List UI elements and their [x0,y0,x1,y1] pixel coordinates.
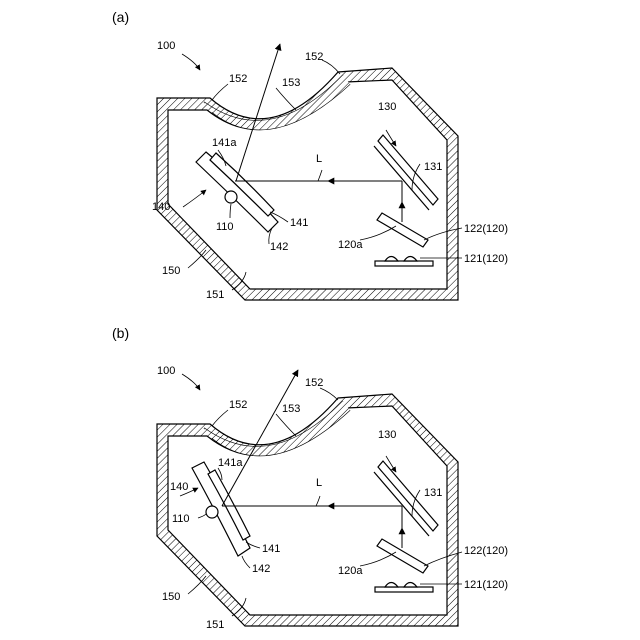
label-source: 121(120) [464,253,508,265]
label-inner-wall: 151 [206,619,224,631]
label-pivot: 110 [172,513,190,525]
label-light-unit: 120a [338,565,363,577]
mirror-holder [196,152,278,232]
label-window-edge-left: 152 [229,399,247,411]
label-housing: 150 [162,591,180,603]
label-device: 100 [157,365,175,377]
label-mirror-assembly: 140 [170,481,188,493]
label-mirror-assembly: 140 [152,201,170,213]
label-mirror-surface: 141a [218,457,243,469]
label-window: 153 [282,77,300,89]
label-light-unit: 120a [338,239,363,251]
label-optical-plate: 122(120) [464,545,508,557]
label-optical-plate: 122(120) [464,223,508,235]
label-window-edge-left: 152 [229,73,247,85]
source-led-2 [404,257,417,262]
mirror-holder [192,462,250,556]
label-reflector-group: 130 [378,101,396,113]
output-ray [236,44,280,181]
label-window: 153 [282,403,300,415]
source-led-2 [404,583,417,588]
pivot [206,506,218,518]
label-mirror: 141 [290,217,308,229]
label-device: 100 [157,40,175,52]
label-inner-wall: 151 [206,289,224,301]
label-light: L [316,153,322,165]
label-window-edge-right: 152 [305,377,323,389]
source-led-1 [385,583,398,588]
panel-b: (b) [112,325,508,631]
label-source: 121(120) [464,579,508,591]
source-base [375,587,433,592]
output-ray [222,370,298,506]
label-reflector: 131 [424,161,442,173]
label-reflector: 131 [424,487,442,499]
label-mirror-surface: 141a [212,137,237,149]
panel-a: (a) [112,9,508,301]
label-window-edge-right: 152 [305,51,323,63]
pivot [225,191,237,203]
panel-label: (b) [112,325,129,341]
label-light: L [316,477,322,489]
panel-label: (a) [112,9,129,25]
label-mirror: 141 [262,543,280,555]
label-mirror-holder: 142 [252,563,270,575]
source-led-1 [385,257,398,262]
label-mirror-holder: 142 [270,241,288,253]
source-base [375,261,433,266]
label-reflector-group: 130 [378,429,396,441]
label-pivot: 110 [216,221,234,233]
label-housing: 150 [162,265,180,277]
